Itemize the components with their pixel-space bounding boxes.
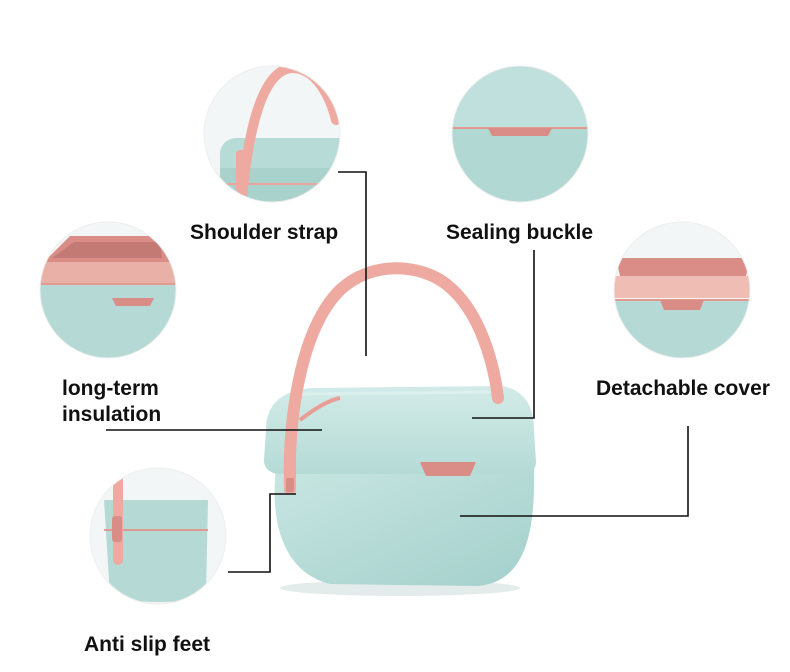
label-shoulder-strap: Shoulder strap xyxy=(190,221,339,244)
leader-lines xyxy=(106,171,689,573)
leader-detachable-cover xyxy=(460,426,689,517)
shoulder-strap-detail xyxy=(203,65,341,203)
anti-slip-feet-detail xyxy=(89,467,227,605)
label-sealing-buckle: Sealing buckle xyxy=(446,221,594,244)
leader-anti-slip-feet xyxy=(228,493,296,573)
leader-shoulder-strap xyxy=(338,171,367,356)
leader-sealing-buckle xyxy=(472,250,535,419)
label-long-term-line2: insulation xyxy=(62,403,162,426)
label-long-term-insulation: long-term insulation xyxy=(62,376,202,428)
detachable-cover-detail xyxy=(613,221,751,359)
label-anti-slip-feet: Anti slip feet xyxy=(84,633,211,656)
label-detachable-cover: Detachable cover xyxy=(596,377,770,400)
insulation-detail xyxy=(39,221,177,359)
label-long-term-line1: long-term xyxy=(62,377,159,400)
sealing-buckle-detail xyxy=(451,65,589,203)
cooler-box-illustration xyxy=(264,262,536,596)
